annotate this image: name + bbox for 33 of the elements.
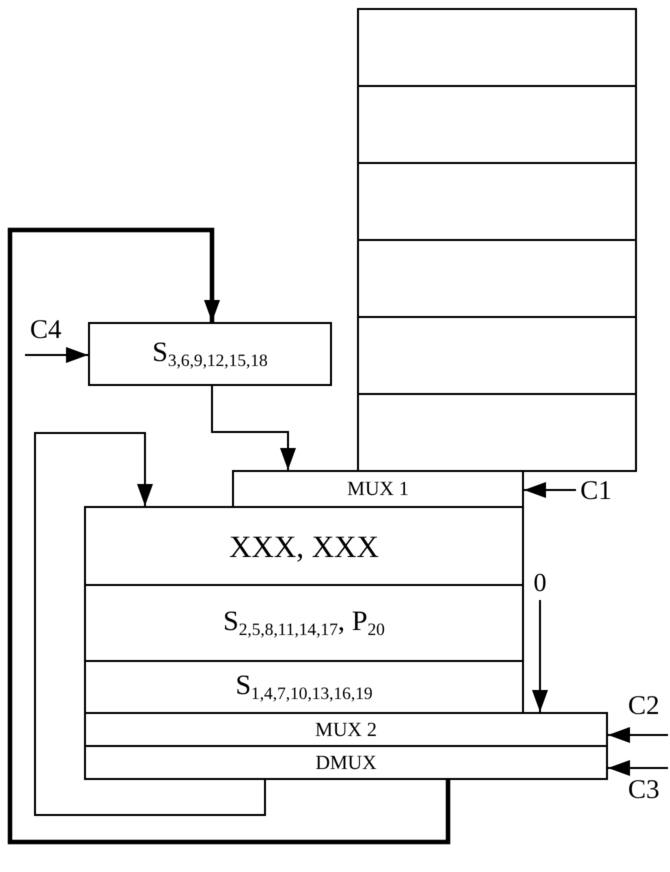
memory-cell — [357, 162, 637, 241]
memory-cell — [357, 8, 637, 87]
register-box — [84, 712, 608, 747]
register-label: XXX, XXX — [229, 530, 379, 562]
control-signal-label: C3 — [628, 776, 660, 803]
register-label: S$_{2,5,8,11,14,17}$, P$_{20}$ — [223, 608, 385, 638]
arrow — [608, 727, 668, 743]
memory-cell — [357, 316, 637, 395]
memory-cell — [357, 85, 637, 164]
register-label: S$_{1,4,7,10,13,16,19}$ — [235, 672, 373, 702]
register-label: S$_{3,6,9,12,15,18}$ — [152, 338, 268, 370]
control-signal-label: C4 — [30, 316, 62, 343]
register-label: DMUX — [315, 752, 377, 772]
control-signal-label: C1 — [580, 476, 612, 504]
arrow — [532, 600, 548, 712]
register-box — [232, 470, 524, 508]
register-box — [84, 584, 524, 662]
register-box — [84, 506, 524, 586]
register-label: MUX 2 — [315, 720, 377, 740]
memory-cell — [357, 239, 637, 318]
arrow — [25, 347, 88, 363]
memory-cell — [357, 393, 637, 472]
register-box — [88, 322, 332, 386]
arrow — [608, 760, 668, 776]
arrow — [34, 432, 266, 816]
register-box — [84, 745, 608, 780]
input-value: 0 — [534, 570, 546, 596]
control-signal-label: C2 — [628, 692, 660, 719]
arrow — [211, 386, 296, 470]
register-label: MUX 1 — [347, 479, 409, 499]
arrow — [524, 482, 576, 498]
register-box — [84, 660, 524, 714]
arrow — [8, 228, 450, 844]
